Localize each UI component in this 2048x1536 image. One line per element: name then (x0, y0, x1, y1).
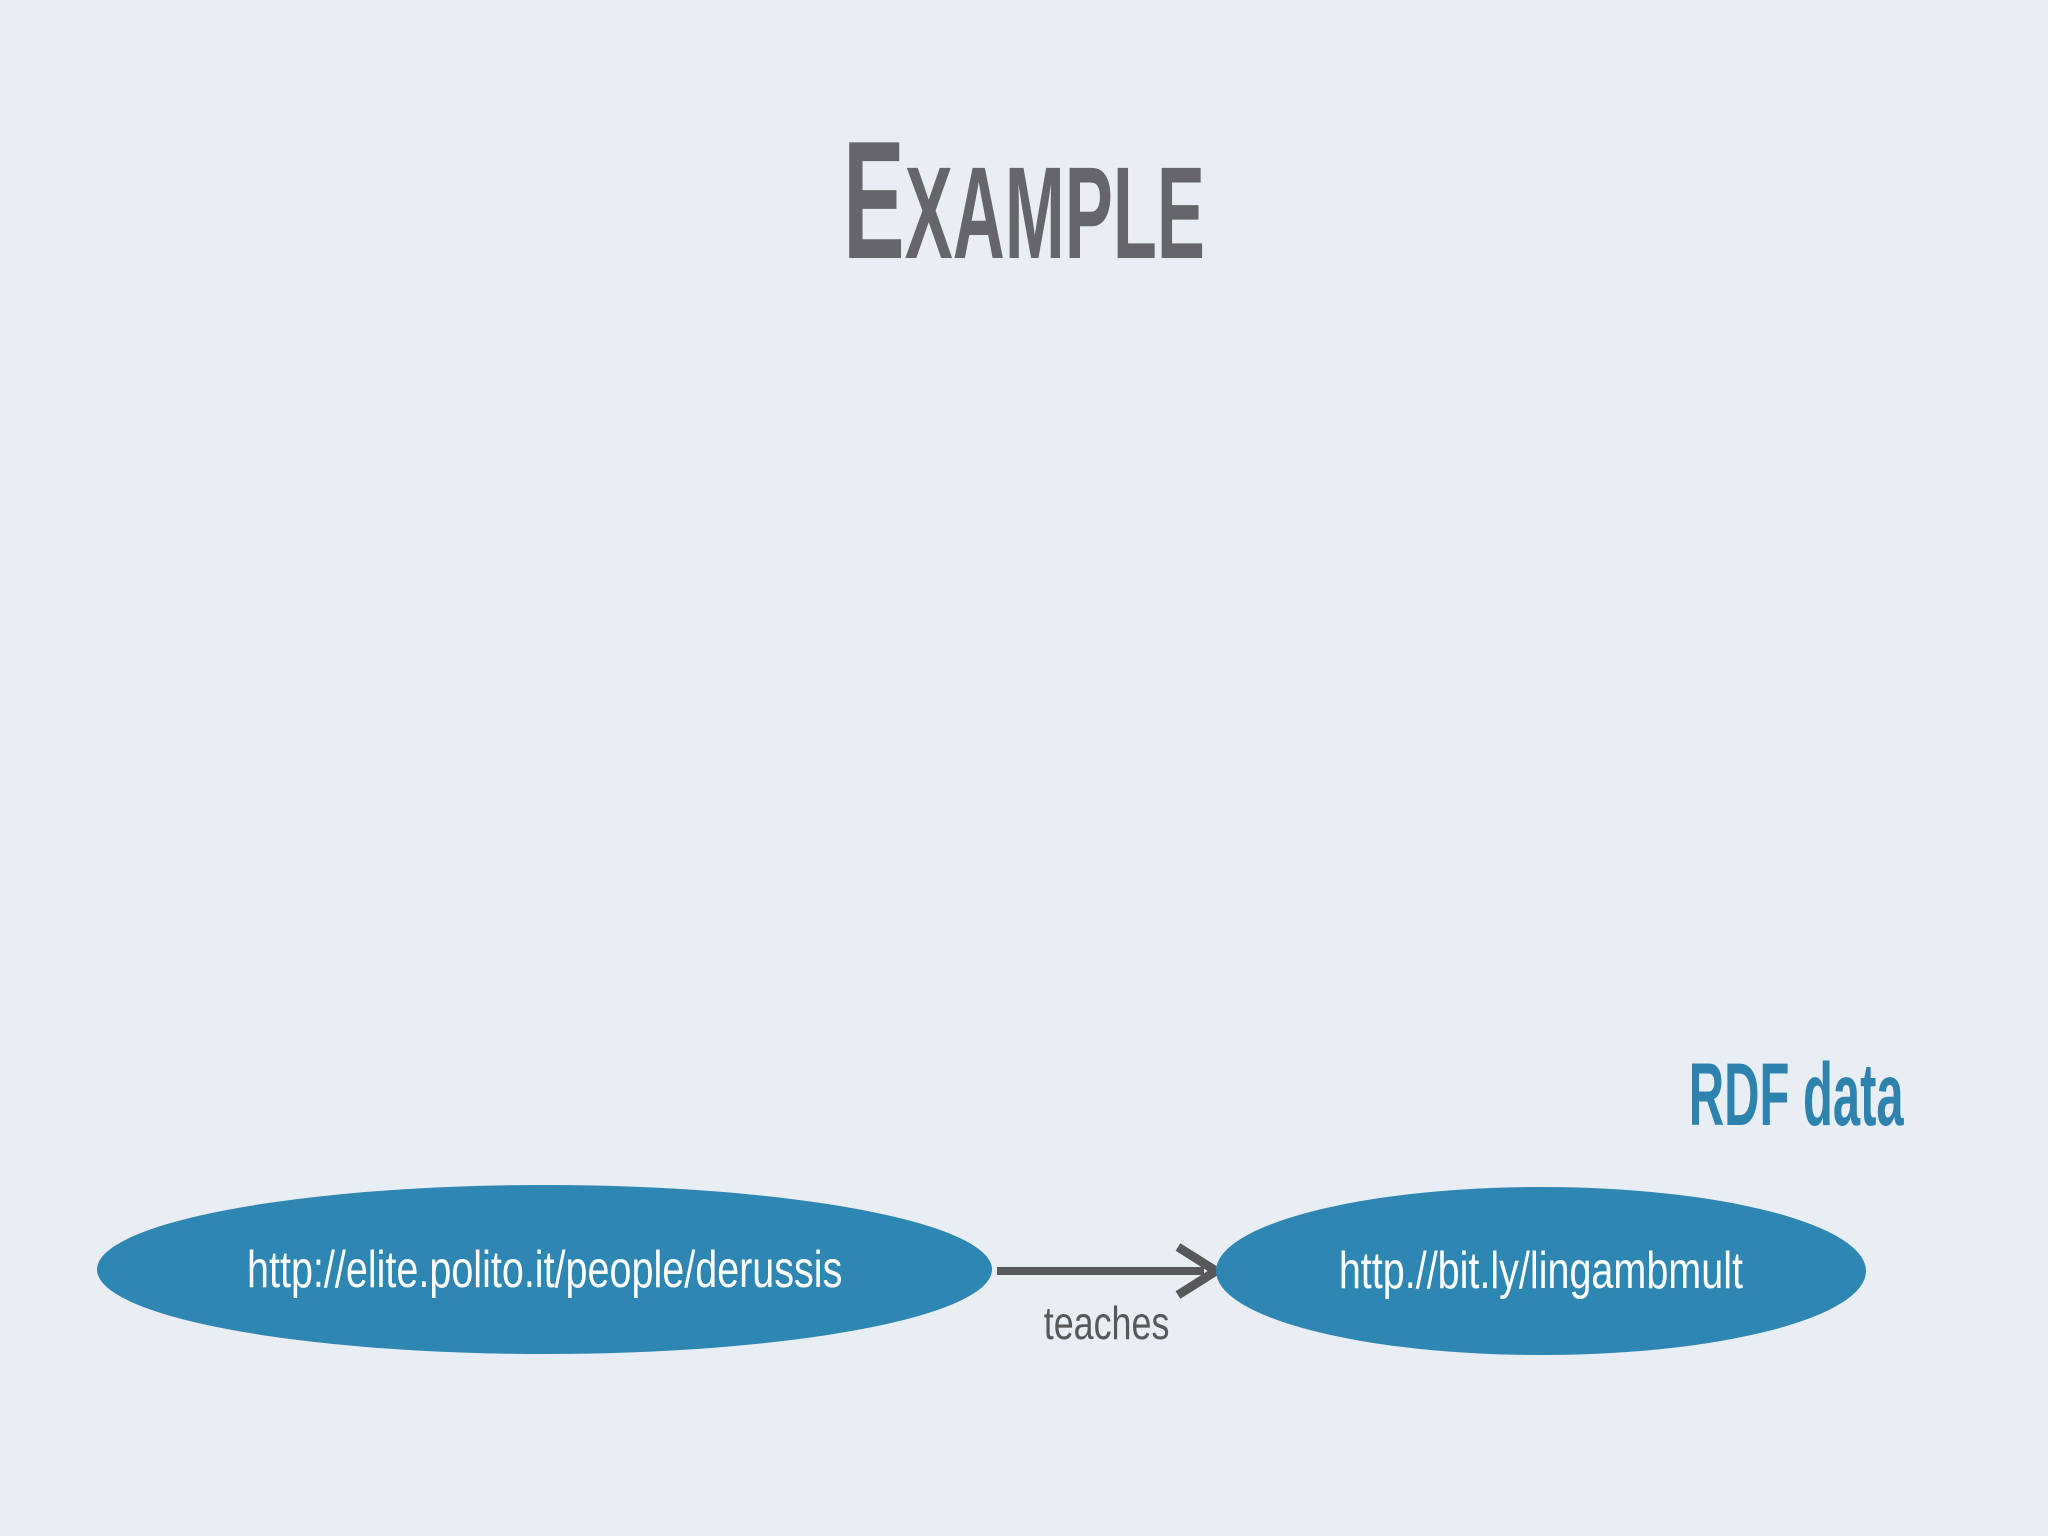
page-title-initial: E (843, 106, 905, 294)
object-node: http.//bit.ly/lingambmult (1216, 1187, 1866, 1355)
predicate-label-text: teaches (1043, 1297, 1170, 1349)
rdf-data-label-text: RDF data (1689, 1044, 1904, 1144)
rdf-data-label: RDF data (1513, 1050, 1904, 1139)
page-title: EXAMPLE (0, 116, 2048, 284)
object-uri-label: http.//bit.ly/lingambmult (1338, 1242, 1744, 1300)
predicate-arrow (997, 1243, 1225, 1299)
page-title-rest: XAMPLE (904, 139, 1205, 286)
subject-uri-label: http://elite.polito.it/people/derussis (246, 1240, 843, 1299)
predicate-label: teaches (1026, 1300, 1186, 1346)
subject-node: http://elite.polito.it/people/derussis (97, 1185, 992, 1354)
